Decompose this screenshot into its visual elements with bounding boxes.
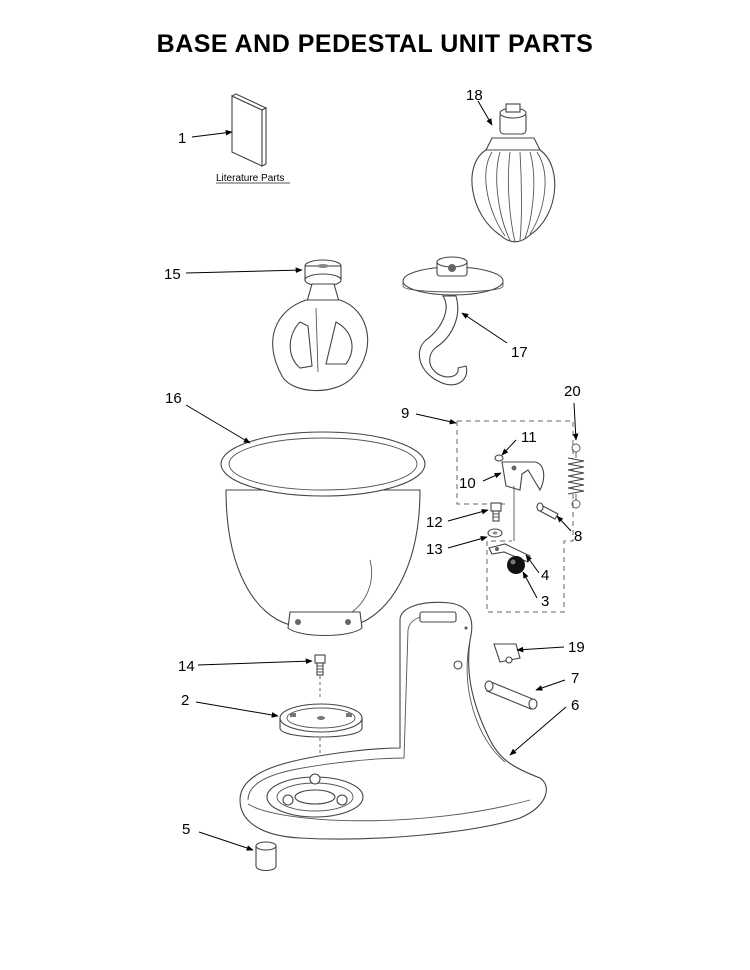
callout-3: 3 <box>541 593 549 610</box>
callout-10: 10 <box>459 475 476 492</box>
screw <box>490 502 502 522</box>
callout-18: 18 <box>466 87 483 104</box>
callout-17: 17 <box>511 344 528 361</box>
callout-12: 12 <box>426 514 443 531</box>
dough-hook <box>402 256 504 386</box>
pedestal-base <box>239 601 547 840</box>
callout-11: 11 <box>521 429 537 446</box>
literature-caption: Literature Parts <box>216 173 284 184</box>
page-title: BASE AND PEDESTAL UNIT PARTS <box>156 30 594 58</box>
callout-14: 14 <box>178 658 195 675</box>
callout-20: 20 <box>564 383 581 400</box>
clamp-bolt <box>314 654 326 700</box>
rubber-foot <box>255 841 277 872</box>
spring <box>567 443 585 509</box>
callout-13: 13 <box>426 541 443 558</box>
literature-parts: Literature Parts <box>216 93 290 184</box>
hinge-cover <box>493 643 521 664</box>
callouts: 1 18 15 17 16 9 11 10 20 12 13 8 4 3 14 … <box>164 87 585 838</box>
wire-whip <box>471 103 556 243</box>
hinge-pin <box>484 680 538 710</box>
leader-lines <box>185 100 579 851</box>
callout-4: 4 <box>541 567 549 584</box>
callout-6: 6 <box>571 697 579 714</box>
callout-2: 2 <box>181 692 189 709</box>
lock-lever <box>488 543 531 574</box>
lock-bracket <box>494 454 545 541</box>
callout-8: 8 <box>574 528 582 545</box>
mixing-bowl <box>220 431 426 637</box>
callout-9: 9 <box>401 405 409 422</box>
flat-beater <box>272 259 369 392</box>
clamp-plate <box>279 703 363 772</box>
callout-19: 19 <box>568 639 585 656</box>
lever-knob <box>507 556 525 574</box>
callout-5: 5 <box>182 821 190 838</box>
callout-15: 15 <box>164 266 181 283</box>
pivot-pin <box>536 502 559 520</box>
callout-7: 7 <box>571 670 579 687</box>
callout-1: 1 <box>178 130 186 147</box>
callout-16: 16 <box>165 390 182 407</box>
